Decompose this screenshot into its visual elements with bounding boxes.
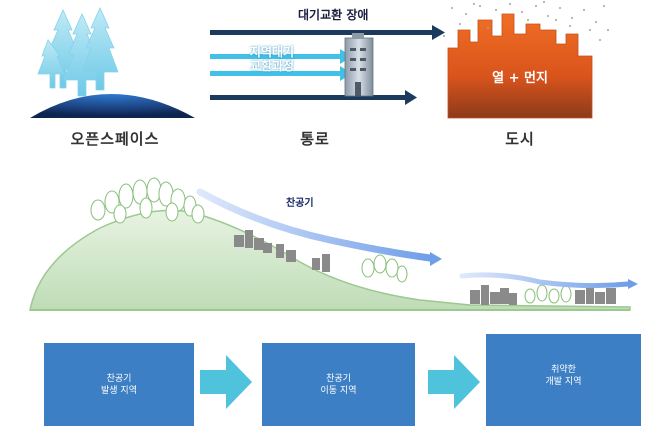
slope-buildings <box>234 230 330 272</box>
cold-air-flow-1 <box>196 188 434 262</box>
process-arrow-1 <box>200 355 252 409</box>
process-arrows <box>200 355 480 409</box>
terrain-illustration <box>29 177 638 311</box>
air-exchange-arrow-head <box>432 25 445 40</box>
box2-line2: 이동 지역 <box>320 385 357 396</box>
hill-slope <box>29 209 631 311</box>
vulnerable-development-area-box: 취약한 개발 지역 <box>486 334 641 426</box>
exchange-process-text: 교환과정 <box>249 59 295 73</box>
open-space-caption: 오픈스페이스 <box>70 130 160 148</box>
cold-air-generation-area-box: 찬공기 발생 지역 <box>44 343 194 426</box>
passage-bottom-arrow <box>210 95 405 100</box>
cooling-text: 냉각 <box>135 20 159 34</box>
box3-line1: 취약한 <box>551 365 576 375</box>
box1-line1: 찬공기 <box>106 373 132 384</box>
city-illustration <box>443 1 609 119</box>
open-space-illustration <box>30 7 195 118</box>
open-space-tree-text: 냉각 + 냉기생성 <box>115 20 179 62</box>
ground-dome <box>30 94 195 118</box>
cold-air-generation-text: 냉기생성 <box>124 48 170 62</box>
slope-trees <box>361 254 408 283</box>
box2-line1: 찬공기 <box>326 373 351 384</box>
passage-caption: 통로 <box>300 130 330 148</box>
city-heat-dust-label: 열 + 먼지 <box>492 71 548 86</box>
local-air-text: 지역대기 <box>249 45 295 59</box>
plus-text: + <box>141 34 153 48</box>
local-air-arrow-2 <box>210 71 340 76</box>
valley-buildings <box>470 285 616 305</box>
local-air-arrow-1 <box>210 54 340 59</box>
air-exchange-arrow-shaft <box>210 30 432 35</box>
cold-air-movement-area-box: 찬공기 이동 지역 <box>262 343 415 426</box>
cold-air-flow-2 <box>459 272 631 289</box>
city-skyline <box>447 13 593 119</box>
process-arrow-2 <box>428 355 480 409</box>
passage-arrows <box>210 25 445 105</box>
local-air-exchange-label: 지역대기 교환과정 <box>232 45 312 73</box>
office-building <box>344 33 374 97</box>
air-exchange-obstruction-label: 대기교환 장애 <box>298 8 369 22</box>
hilltop-trees <box>90 177 205 224</box>
dust-particles <box>443 1 609 41</box>
cold-air-label: 찬공기 <box>286 198 314 209</box>
city-caption: 도시 <box>505 130 535 148</box>
valley-trees <box>524 284 572 304</box>
pine-trees <box>37 7 119 97</box>
box1-line2: 발생 지역 <box>101 385 137 396</box>
box3-line2: 개발 지역 <box>545 377 582 387</box>
